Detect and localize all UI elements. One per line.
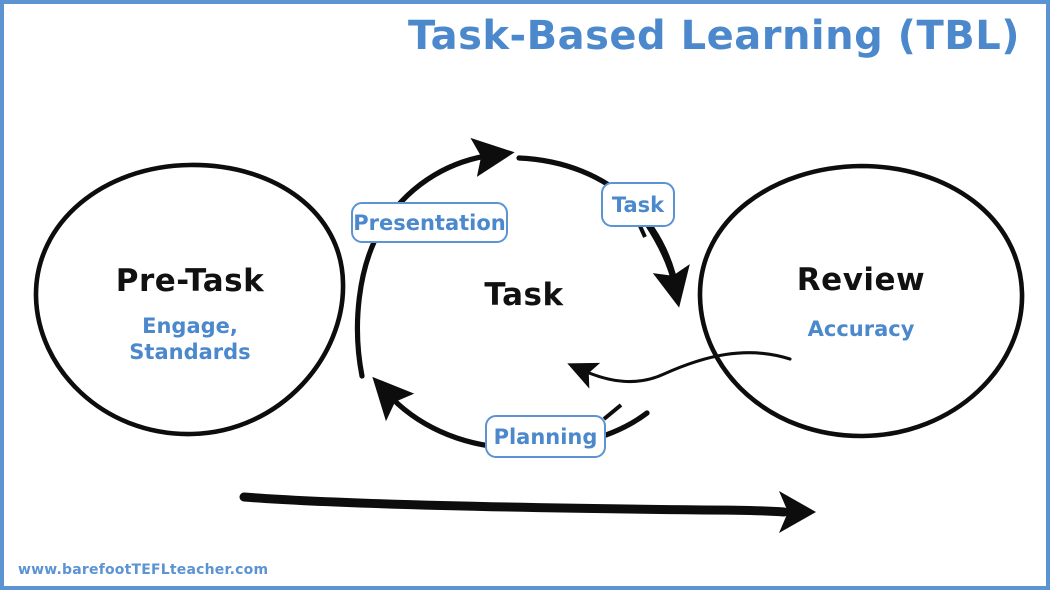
cycle-label-task[interactable]: Task [601, 182, 675, 227]
cycle-arc-presentation-to-task [354, 137, 515, 379]
page-title: Task-Based Learning (TBL) [408, 13, 1020, 59]
stage-subtitle-pre-task: Engage, Standards [129, 314, 251, 364]
cycle-label-presentation[interactable]: Presentation [351, 202, 508, 243]
watermark-url: www.barefootTEFLteacher.com [18, 562, 269, 578]
cycle-arc-task-down-stem [644, 221, 690, 308]
stage-heading-task: Task [484, 277, 564, 313]
review-ellipse-outline [697, 163, 1025, 439]
cycle-label-planning[interactable]: Planning [485, 415, 606, 458]
stage-heading-review: Review [796, 262, 926, 298]
stage-subtitle-review: Accuracy [807, 317, 915, 341]
progression-arrow-head [779, 491, 816, 533]
chip-planning-connector [602, 403, 623, 421]
stage-heading-pre-task: Pre-Task [115, 263, 265, 299]
chip-task-connector [638, 225, 647, 238]
pre-task-ellipse-outline [33, 162, 346, 437]
progression-arrow-shaft [239, 492, 789, 517]
review-feedback-arrow [567, 351, 792, 389]
